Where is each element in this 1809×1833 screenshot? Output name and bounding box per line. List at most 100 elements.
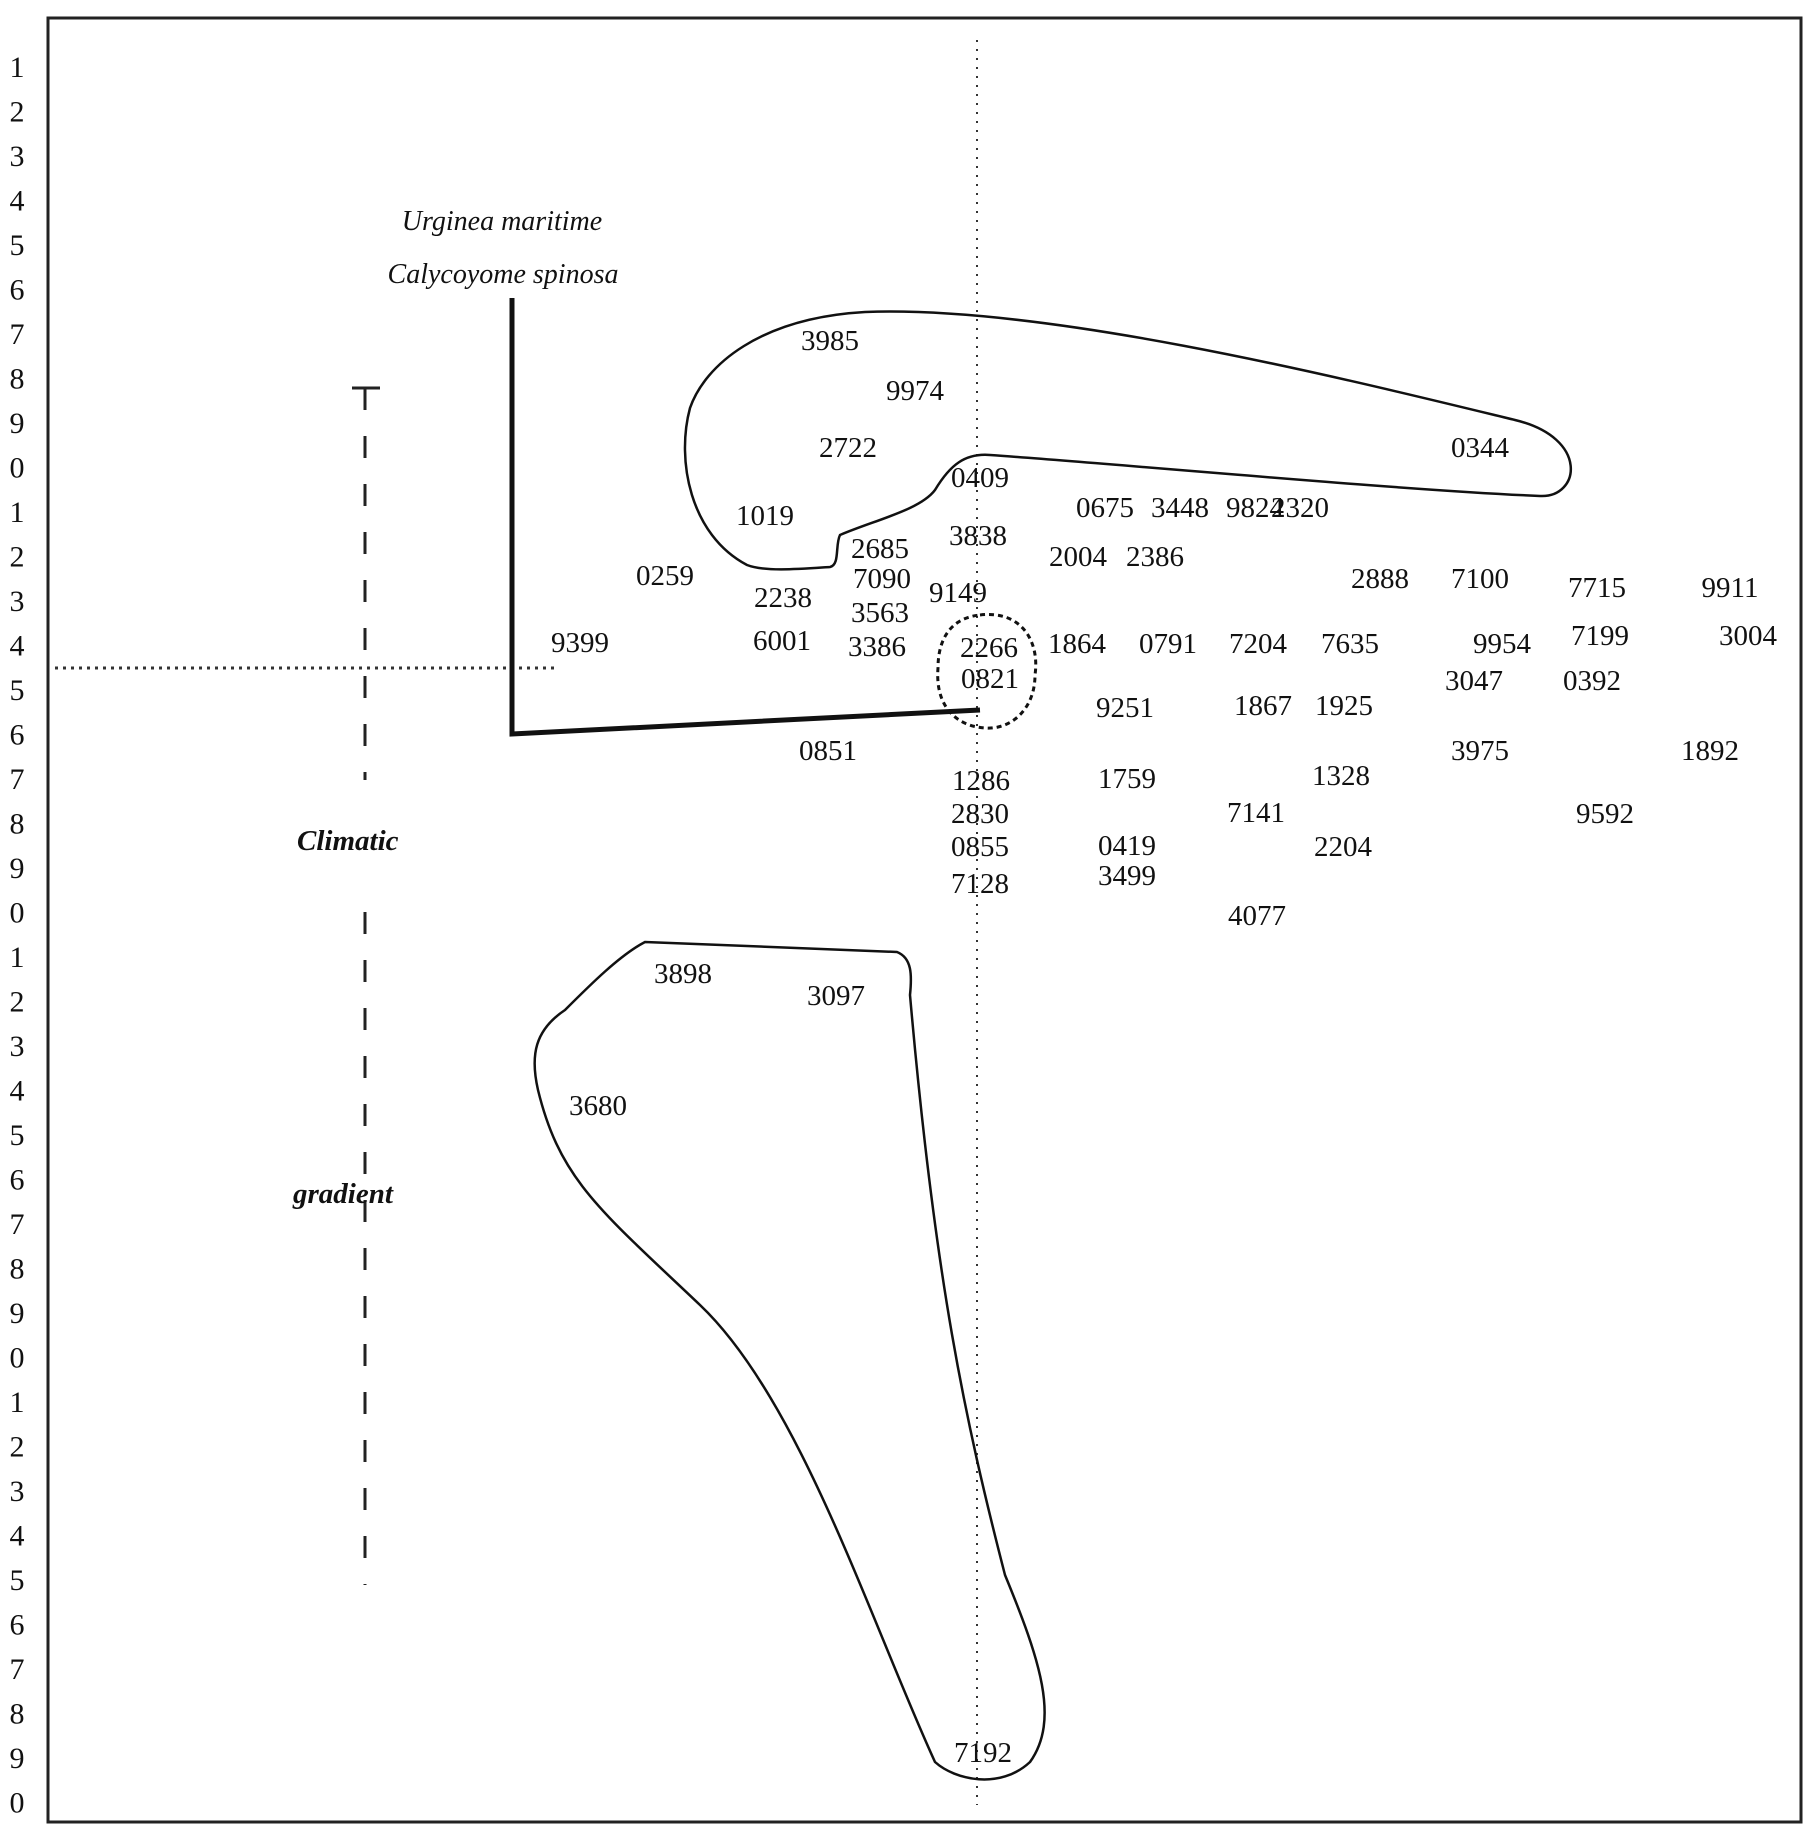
site-label-3975: 3975 (1451, 735, 1509, 767)
site-label-7090: 7090 (853, 563, 911, 595)
site-label-1759: 1759 (1098, 763, 1156, 795)
row-number: 9 (10, 1297, 25, 1330)
row-number: 5 (10, 674, 25, 707)
site-label-3499: 3499 (1098, 860, 1156, 892)
site-label-9149: 9149 (929, 577, 987, 609)
site-label-0821: 0821 (961, 663, 1019, 695)
row-number: 1 (10, 941, 25, 974)
site-label-7100: 7100 (1451, 563, 1509, 595)
site-label-7715: 7715 (1568, 572, 1626, 604)
row-number: 0 (10, 897, 25, 930)
species-label-calycotome: Calycoyome spinosa (388, 259, 619, 290)
site-label-0791: 0791 (1139, 628, 1197, 660)
site-label-9911: 9911 (1702, 572, 1759, 604)
site-label-0419: 0419 (1098, 830, 1156, 862)
row-number: 4 (10, 185, 25, 218)
site-label-3386: 3386 (848, 631, 906, 663)
site-label-9954: 9954 (1473, 628, 1532, 660)
site-label-2204: 2204 (1314, 831, 1373, 863)
site-label-6001: 6001 (753, 625, 811, 657)
site-label-2004: 2004 (1049, 541, 1108, 573)
site-label-2320: 2320 (1271, 492, 1329, 524)
row-number: 4 (10, 1075, 25, 1108)
row-number: 6 (10, 274, 25, 307)
row-number: 3 (10, 1030, 25, 1063)
site-label-7199: 7199 (1571, 620, 1629, 652)
site-label-3680: 3680 (569, 1090, 627, 1122)
site-label-0344: 0344 (1451, 432, 1510, 464)
site-label-7128: 7128 (951, 868, 1009, 900)
site-label-2830: 2830 (951, 798, 1009, 830)
site-label-9824: 9824 (1226, 492, 1285, 524)
site-label-0855: 0855 (951, 831, 1009, 863)
row-number: 5 (10, 1119, 25, 1152)
row-number: 7 (10, 763, 25, 796)
site-label-7141: 7141 (1227, 797, 1285, 829)
row-number: 8 (10, 1698, 25, 1731)
site-label-9592: 9592 (1576, 798, 1634, 830)
row-number: 0 (10, 452, 25, 485)
site-label-0675: 0675 (1076, 492, 1134, 524)
upper-group-boundary (683, 310, 1572, 571)
row-number: 0 (10, 1342, 25, 1375)
site-label-2266: 2266 (960, 632, 1018, 664)
row-number: 6 (10, 1609, 25, 1642)
row-number: 4 (10, 630, 25, 663)
row-number: 7 (10, 318, 25, 351)
site-label-1892: 1892 (1681, 735, 1739, 767)
site-label-9251: 9251 (1096, 692, 1154, 724)
site-label-3004: 3004 (1719, 620, 1778, 652)
site-label-3448: 3448 (1151, 492, 1209, 524)
site-label-7204: 7204 (1229, 628, 1288, 660)
row-number: 9 (10, 1742, 25, 1775)
row-number: 2 (10, 1431, 25, 1464)
site-label-3097: 3097 (807, 980, 865, 1012)
row-number: 6 (10, 1164, 25, 1197)
row-number: 1 (10, 1386, 25, 1419)
row-number: 3 (10, 140, 25, 173)
row-number: 4 (10, 1520, 25, 1553)
gradient-label-climatic: Climatic (297, 825, 399, 857)
row-number: 9 (10, 407, 25, 440)
species-bracket (509, 298, 981, 737)
site-label-2888: 2888 (1351, 563, 1409, 595)
lower-group-boundary (533, 940, 1046, 1781)
row-number: 2 (10, 96, 25, 129)
site-label-3985: 3985 (801, 325, 859, 357)
row-number: 3 (10, 1475, 25, 1508)
row-number: 5 (10, 229, 25, 262)
site-label-2685: 2685 (851, 533, 909, 565)
site-label-7635: 7635 (1321, 628, 1379, 660)
row-number: 0 (10, 1787, 25, 1820)
row-number: 5 (10, 1564, 25, 1597)
site-label-7192: 7192 (954, 1737, 1012, 1769)
row-number: 7 (10, 1653, 25, 1686)
site-label-1864: 1864 (1048, 628, 1107, 660)
row-number: 1 (10, 51, 25, 84)
site-label-0392: 0392 (1563, 665, 1621, 697)
row-number: 8 (10, 1253, 25, 1286)
site-label-1019: 1019 (736, 500, 794, 532)
site-label-1286: 1286 (952, 765, 1010, 797)
row-number: 3 (10, 585, 25, 618)
row-number: 8 (10, 808, 25, 841)
site-label-1925: 1925 (1315, 690, 1373, 722)
row-number: 6 (10, 719, 25, 752)
species-label-urginea: Urginea maritime (402, 206, 602, 237)
row-number: 8 (10, 363, 25, 396)
site-label-2386: 2386 (1126, 541, 1184, 573)
frame-border (46, 16, 1803, 1824)
site-label-2722: 2722 (819, 432, 877, 464)
site-label-4077: 4077 (1228, 900, 1286, 932)
site-label-3838: 3838 (949, 520, 1007, 552)
site-label-9399: 9399 (551, 627, 609, 659)
row-number: 2 (10, 986, 25, 1019)
row-number: 2 (10, 541, 25, 574)
site-label-3047: 3047 (1445, 665, 1503, 697)
site-label-3898: 3898 (654, 958, 712, 990)
site-label-9974: 9974 (886, 375, 945, 407)
site-label-2238: 2238 (754, 582, 812, 614)
site-label-0851: 0851 (799, 735, 857, 767)
